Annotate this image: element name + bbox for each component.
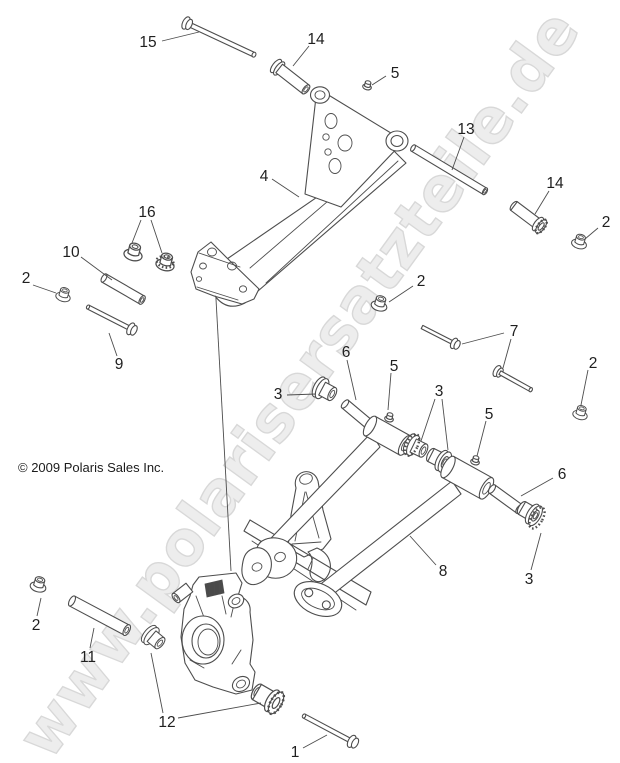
part-2-nut-right	[571, 403, 591, 422]
callout-part-3: 3	[274, 386, 283, 403]
part-15-bolt	[181, 16, 257, 58]
part-8-lower-control-arm	[293, 455, 495, 617]
leader-line-part-3	[441, 398, 449, 451]
callout-part-8: 8	[439, 563, 448, 580]
part-5-nut-center	[383, 411, 396, 424]
leader-line-long	[214, 280, 232, 572]
part-14-spacer-right	[509, 200, 548, 235]
leader-line-part-12	[177, 702, 262, 719]
callout-part-5: 5	[391, 65, 400, 82]
callout-part-13: 13	[457, 121, 474, 138]
callout-part-9: 9	[115, 356, 124, 373]
part-5-nut-right	[469, 454, 482, 467]
leader-line-part-14	[534, 190, 550, 215]
callout-part-1: 1	[291, 744, 300, 761]
leader-line-part-16	[150, 219, 163, 254]
leader-line-part-2	[388, 285, 414, 303]
part-13-shaft	[410, 144, 489, 196]
callout-part-14: 14	[307, 31, 325, 48]
leader-line-part-2	[32, 284, 57, 294]
part-knuckle	[171, 572, 256, 695]
leader-line-part-6	[346, 359, 357, 401]
part-7-bolts	[420, 324, 534, 393]
leader-line-part-5	[387, 372, 392, 411]
leader-line-part-8	[409, 535, 437, 566]
callout-layer: 15 14 5 13 14 2 4 16 10 2 9 2 7 2 6 3 5 3 5 6 3 8 2 11 12 1	[22, 31, 611, 761]
leader-line-part-2	[580, 369, 589, 406]
callout-part-10: 10	[62, 244, 80, 261]
callout-part-5: 5	[485, 406, 494, 423]
part-2-nut-bottom-left	[28, 574, 50, 595]
part-3-bushing-center-ribbed	[400, 431, 432, 463]
leader-line-part-2	[36, 597, 42, 617]
callout-part-2: 2	[589, 355, 598, 372]
leader-line-part-13	[451, 136, 465, 171]
callout-part-12: 12	[158, 714, 175, 731]
callout-part-2: 2	[22, 270, 31, 287]
leader-line-part-12	[150, 652, 164, 714]
leader-line-part-15	[161, 31, 200, 42]
callout-part-5: 5	[390, 358, 399, 375]
part-12-bushings	[138, 622, 286, 716]
leader-line-part-3	[286, 393, 317, 396]
artwork-layer	[28, 16, 591, 749]
callout-part-2: 2	[32, 617, 41, 634]
leader-line-part-5	[476, 420, 487, 457]
part-1-bolt	[301, 713, 360, 749]
leader-line-part-1	[302, 734, 328, 749]
part-4-a-arm	[190, 86, 409, 307]
callout-part-2: 2	[602, 214, 611, 231]
leader-line-part-6	[520, 477, 554, 497]
callout-part-14: 14	[546, 175, 564, 192]
leader-line-part-16	[131, 219, 142, 244]
part-2-nut-top-right	[569, 231, 590, 252]
leader-line-part-4	[271, 178, 300, 198]
copyright-text: © 2009 Polaris Sales Inc.	[18, 460, 164, 475]
part-2-nut-left	[54, 285, 74, 304]
callout-part-6: 6	[558, 466, 567, 483]
callout-part-6: 6	[342, 344, 351, 361]
leader-line-part-3	[420, 398, 436, 442]
callout-part-15: 15	[139, 34, 156, 51]
callout-part-11: 11	[80, 649, 96, 666]
callout-part-4: 4	[260, 168, 269, 185]
part-10-spacer	[100, 273, 146, 305]
part-5-nut-upper	[361, 79, 374, 92]
leader-line-part-5	[371, 75, 387, 86]
leader-line-part-9	[108, 332, 118, 357]
callout-part-2: 2	[417, 273, 426, 290]
leader-line-part-2	[584, 227, 599, 240]
leader-line-part-7	[461, 332, 505, 345]
part-16-nuts	[122, 240, 178, 274]
callout-part-16: 16	[138, 204, 155, 221]
callout-part-3: 3	[525, 571, 534, 588]
leader-line-part-11	[89, 627, 95, 649]
part-14-spacer-upper	[269, 58, 311, 95]
callout-part-3: 3	[435, 383, 444, 400]
part-9-bolt	[85, 304, 138, 336]
leader-line-part-14	[292, 45, 310, 67]
leader-line-part-7	[502, 338, 512, 369]
part-11-shaft	[67, 595, 132, 637]
leader-line-part-10	[80, 256, 113, 281]
callout-part-7: 7	[510, 323, 519, 340]
leader-line-part-3	[530, 532, 542, 571]
